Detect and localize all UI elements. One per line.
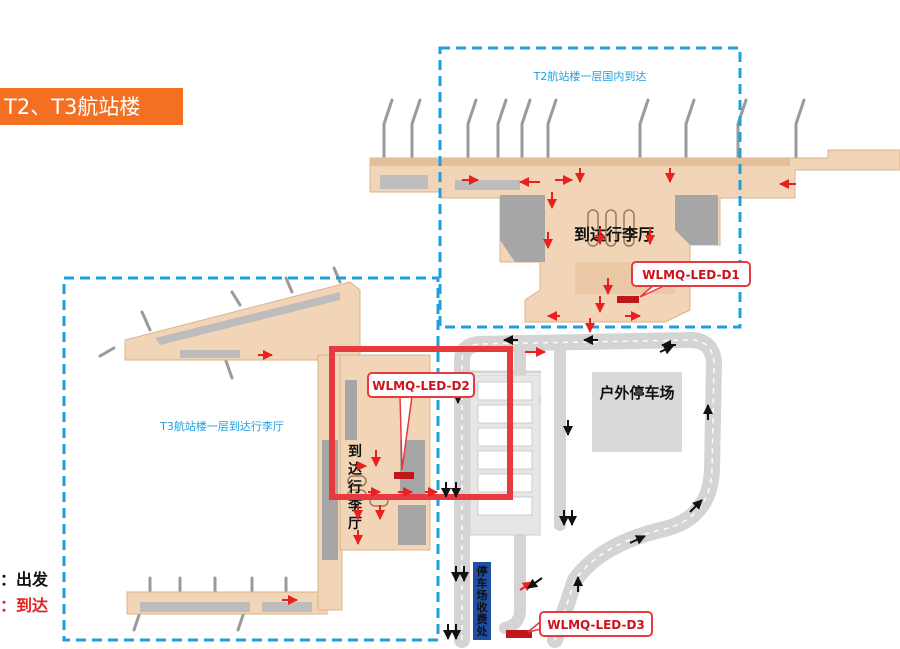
t2-building xyxy=(369,98,900,323)
led-d3-callout xyxy=(539,611,653,637)
t3-building xyxy=(98,266,431,632)
t3-hall-char: 行 xyxy=(347,479,362,496)
t3-hall-char: 厅 xyxy=(348,516,362,532)
led-screen-d2[interactable]: WLMQ-LED-D2 xyxy=(367,372,475,479)
toll-char: 车 xyxy=(477,576,488,590)
toll-char: 停 xyxy=(477,564,488,578)
led-screen-d1[interactable]: WLMQ-LED-D1 xyxy=(617,261,751,303)
toll-char: 场 xyxy=(477,588,488,602)
outdoor-parking-label: 户外停车场 xyxy=(599,384,674,402)
departure-arrows xyxy=(441,335,713,640)
led-d1-label: WLMQ-LED-D1 xyxy=(642,268,740,282)
t3-baggage-hall-label: 到 达 行 李 厅 xyxy=(347,444,363,532)
page-title: T2、T3航站楼 xyxy=(3,95,140,119)
toll-char: 费 xyxy=(477,612,488,626)
led-d2-callout xyxy=(367,372,475,398)
led-d2-marker xyxy=(394,472,414,479)
outdoor-parking-lot xyxy=(592,372,682,452)
led-d2-label: WLMQ-LED-D2 xyxy=(372,379,470,393)
toll-booth xyxy=(473,562,491,640)
t2-baggage-hall-label: 到达行李厅 xyxy=(574,225,654,244)
toll-char: 收 xyxy=(477,600,488,614)
toll-booth-label: 停 车 场 收 费 处 xyxy=(476,564,489,638)
t2-zone-label: T2航站楼一层国内到达 xyxy=(533,69,647,83)
title-banner xyxy=(0,88,183,125)
legend-departure: ：出发 xyxy=(0,570,49,589)
legend-arrival: ：到达 xyxy=(0,596,48,615)
d2-highlight-box xyxy=(329,346,513,500)
toll-char: 处 xyxy=(476,624,489,638)
led-d1-callout xyxy=(631,261,751,287)
t3-hall-char: 到 xyxy=(348,444,362,460)
led-d3-marker xyxy=(506,630,532,638)
led-d3-label: WLMQ-LED-D3 xyxy=(547,618,645,632)
road-network xyxy=(454,332,722,648)
t3-hall-char: 达 xyxy=(348,461,362,478)
parking-stalls xyxy=(469,374,541,536)
led-screen-d3[interactable]: WLMQ-LED-D3 xyxy=(506,611,653,638)
led-d1-marker xyxy=(617,296,639,303)
t3-zone-label: T3航站楼一层到达行李厅 xyxy=(159,419,284,433)
arrival-arrows xyxy=(258,168,796,605)
